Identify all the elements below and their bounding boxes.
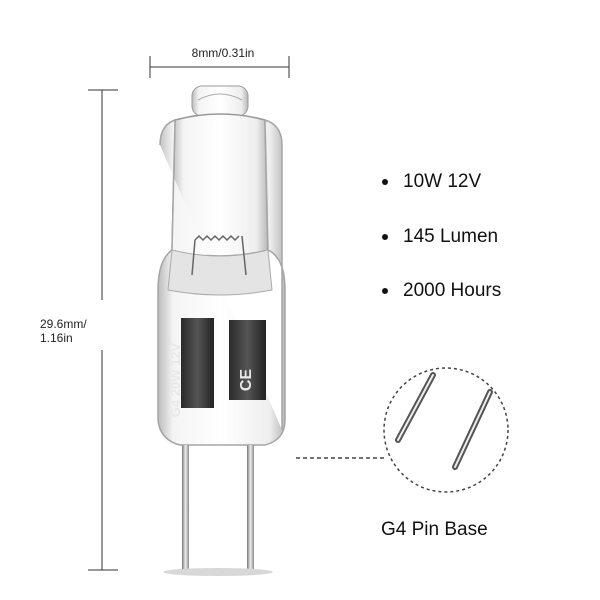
- spec-label: 10W 12V: [403, 171, 482, 192]
- bulb-marking-text: G4 20W 12V: [168, 342, 183, 418]
- spec-item: 10W 12V: [382, 171, 481, 193]
- filament: [191, 234, 247, 276]
- spec-item: 2000 Hours: [382, 280, 501, 302]
- bullet-icon: [382, 234, 388, 240]
- spec-label: 2000 Hours: [403, 280, 502, 301]
- width-dimension-label: 8mm/0.31in: [191, 46, 255, 60]
- pin-detail-magnifier: [296, 367, 509, 493]
- halogen-bulb-illustration: [157, 85, 286, 576]
- height-label-line-2: 1.16in: [40, 331, 73, 345]
- ce-mark: CE: [238, 368, 256, 392]
- bullet-icon: [382, 288, 388, 294]
- height-dimension-line: [88, 89, 118, 571]
- height-dimension-label: 29.6mm/ 1.16in: [40, 317, 87, 345]
- width-dimension-line: [149, 56, 290, 78]
- height-label-line-1: 29.6mm/: [40, 317, 87, 331]
- spec-label: 145 Lumen: [403, 226, 499, 247]
- spec-item: 145 Lumen: [382, 226, 498, 248]
- bullet-icon: [382, 179, 388, 185]
- pin-base-caption: G4 Pin Base: [381, 519, 488, 540]
